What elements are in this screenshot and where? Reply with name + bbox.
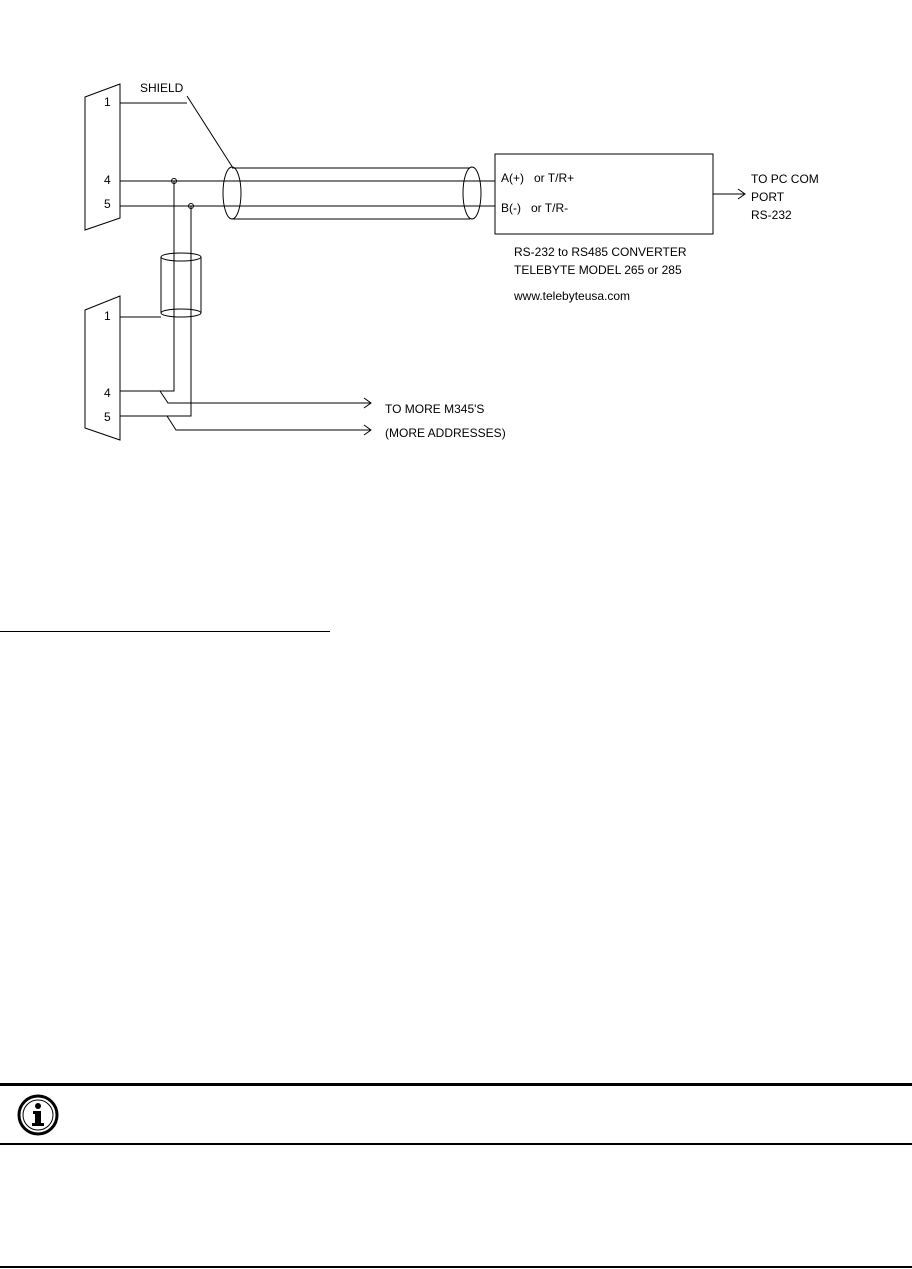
top-connector-pin-1-label: 1 (104, 95, 111, 109)
more-wire-b (166, 415, 370, 431)
converter-caption-line1: RS-232 to RS485 CONVERTER (514, 245, 687, 259)
drop-wire-a (120, 181, 175, 392)
drop-cable (160, 252, 202, 318)
top-connector-pin-5-label: 5 (104, 197, 111, 211)
section-heading-underline (0, 631, 330, 632)
note-bottom-rule (0, 1143, 912, 1145)
bottom-connector-pin-1-label: 1 (104, 309, 111, 323)
more-arrow-b (363, 424, 372, 436)
more-arrow-a (363, 397, 372, 409)
converter-box: A(+) or T/R+ B(-) or T/R- (494, 153, 714, 235)
bottom-connector: 1 4 5 (84, 295, 121, 441)
more-wire-a (159, 390, 370, 404)
page-bottom-rule (0, 1266, 912, 1268)
pc-label-line2: PORT (751, 190, 785, 204)
pc-label-line1: TO PC COM (751, 172, 819, 186)
shield-leader (186, 95, 234, 169)
converter-line-b: B(-) or T/R- (501, 201, 568, 215)
converter-website: www.telebyteusa.com (513, 289, 630, 303)
drop-wire-b (120, 206, 192, 417)
main-cable (222, 166, 482, 220)
top-connector-pin-4-label: 4 (104, 173, 111, 187)
more-label-line1: TO MORE M345'S (385, 402, 484, 416)
note-top-rule (0, 1083, 912, 1086)
converter-line-a: A(+) or T/R+ (501, 171, 574, 185)
top-connector: 1 4 5 (84, 83, 121, 231)
more-label-line2: (MORE ADDRESSES) (385, 426, 506, 440)
bottom-connector-pin-4-label: 4 (104, 386, 111, 400)
bottom-connector-pin-5-label: 5 (104, 410, 111, 424)
rs485-wiring-diagram: 1 4 5 SHIELD A(+) or T/R+ B(-) or T/R- R… (84, 81, 819, 441)
pc-arrow-head (737, 188, 746, 200)
pc-label-line3: RS-232 (751, 208, 792, 222)
shield-label: SHIELD (140, 81, 184, 95)
info-icon (17, 1094, 59, 1136)
converter-caption-line2: TELEBYTE MODEL 265 or 285 (514, 263, 682, 277)
